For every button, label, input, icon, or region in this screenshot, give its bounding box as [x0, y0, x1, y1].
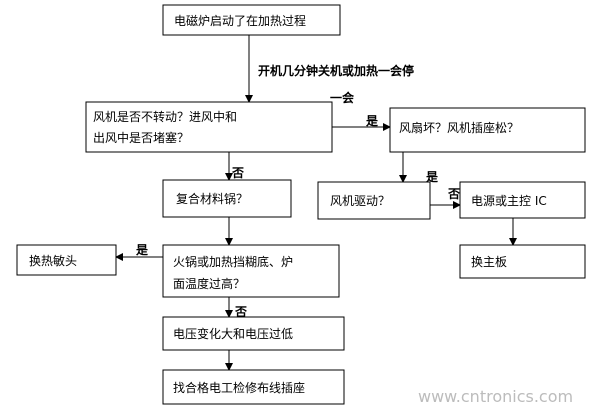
node-composite-pot-text: 复合材料锅？	[176, 191, 248, 206]
node-fan-broken: 风扇坏？风机插座松？	[389, 107, 586, 153]
edge-label-yes-fan-broken: 是	[365, 114, 379, 128]
node-start-text: 电磁炉启动了在加热过程	[174, 13, 306, 28]
node-fan-stop-text-2: 出风中是否堵塞？	[93, 130, 189, 145]
node-pot-temp-text-2: 面温度过高？	[173, 276, 245, 291]
node-replace-board-text: 换主板	[471, 255, 507, 269]
watermark: www.cntronics.com	[418, 387, 573, 406]
node-fan-broken-text: 风扇坏？风机插座松？	[399, 120, 519, 135]
edge-label-no-power-ic: 否	[447, 187, 460, 201]
edges	[115, 35, 517, 371]
edge-label-no-voltage: 否	[234, 305, 247, 319]
node-power-ic: 电源或主控 IC	[459, 181, 586, 219]
node-replace-board: 换主板	[459, 244, 586, 279]
node-socket: 找合格电工检修布线插座	[162, 369, 345, 405]
node-pot-temp: 火锅或加热挡糊底、炉 面温度过高？	[162, 244, 340, 298]
node-fan-driver-text: 风机驱动？	[330, 194, 390, 208]
node-start: 电磁炉启动了在加热过程	[162, 4, 341, 36]
node-power-ic-text: 电源或主控 IC	[471, 194, 547, 208]
node-fan-stop: 风机是否不转动？进风中和 出风中是否堵塞？	[85, 101, 333, 153]
node-replace-sensor: 换热敏头	[16, 244, 117, 276]
node-voltage-text: 电压变化大和电压过低	[173, 326, 293, 341]
node-voltage: 电压变化大和电压过低	[162, 316, 345, 351]
edge-label-yes-fan-driver: 是	[425, 170, 439, 184]
node-fan-driver: 风机驱动？	[317, 181, 431, 220]
node-socket-text: 找合格电工检修布线插座	[173, 380, 305, 395]
node-composite-pot: 复合材料锅？	[162, 179, 292, 218]
node-fan-stop-text-1: 风机是否不转动？进风中和	[93, 109, 237, 124]
edge-label-start-note-line1: 开机几分钟关机或加热一会停	[258, 63, 414, 78]
node-pot-temp-text-1: 火锅或加热挡糊底、炉	[173, 254, 293, 269]
edge-label-yes-sensor: 是	[135, 243, 149, 257]
edge-label-no-composite: 否	[231, 166, 244, 180]
edge-label-start-note-line2: 一会	[330, 90, 355, 105]
node-replace-sensor-text: 换热敏头	[29, 253, 77, 268]
